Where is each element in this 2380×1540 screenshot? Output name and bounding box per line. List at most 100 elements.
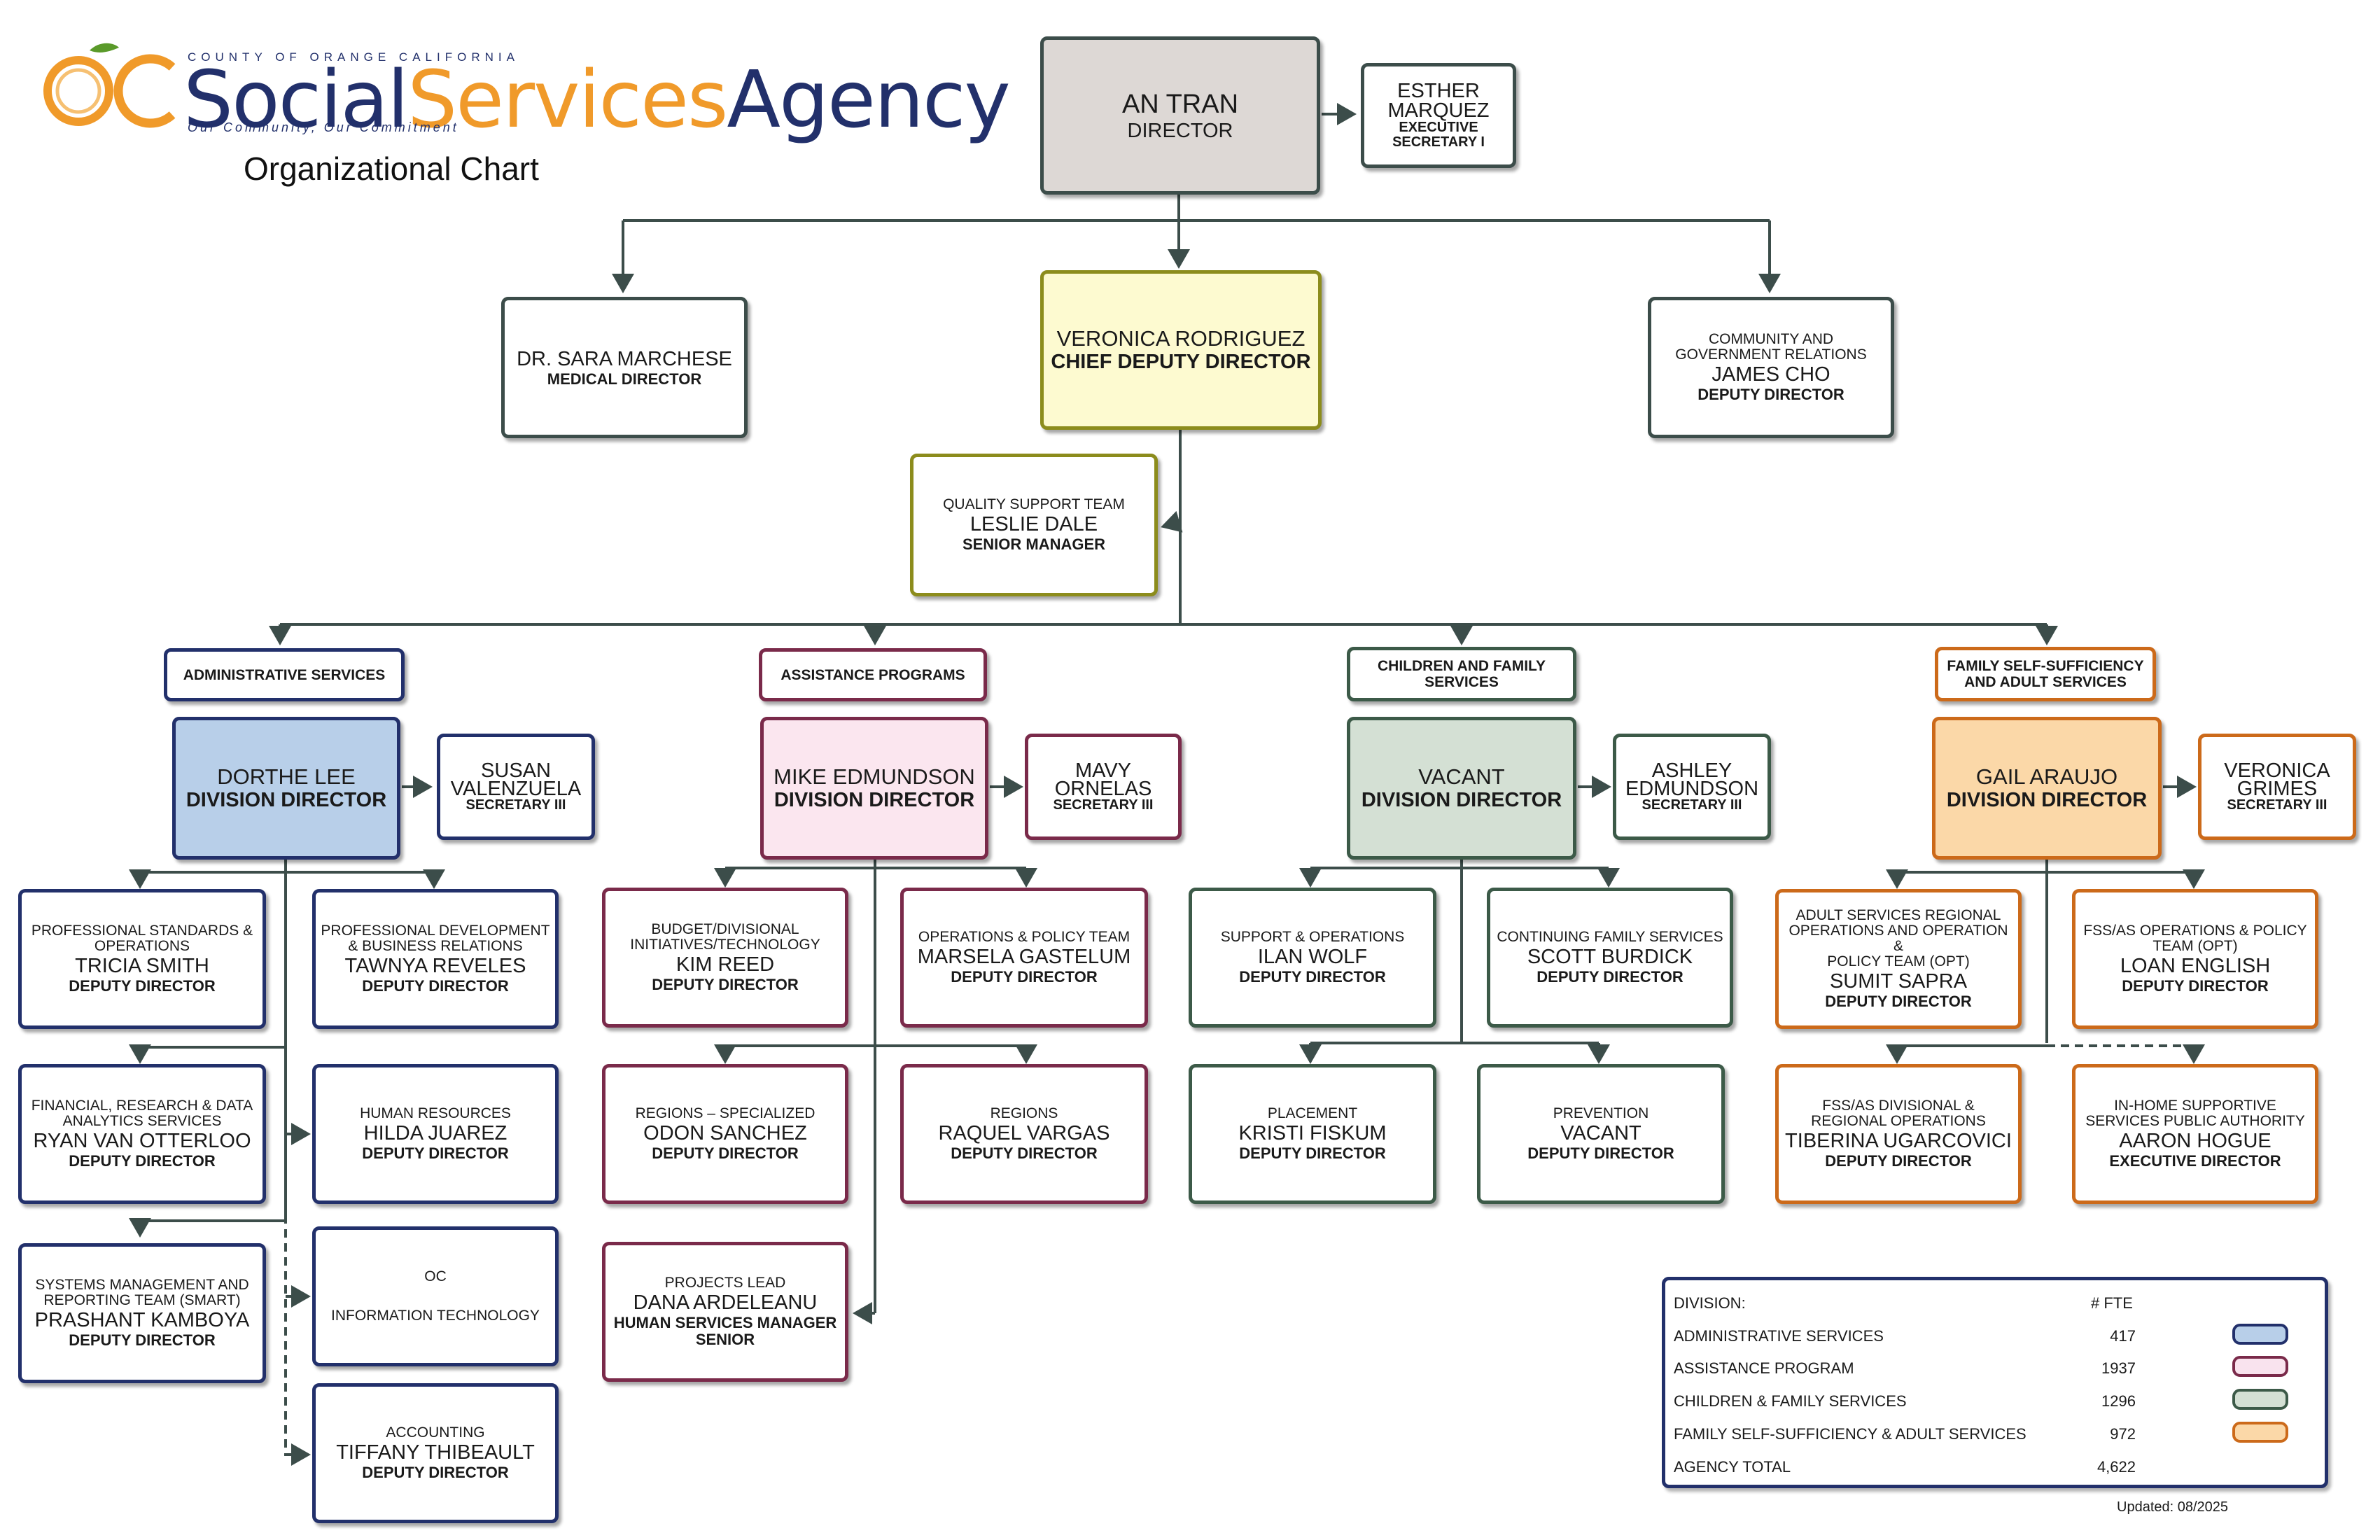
fte-legend: DIVISION: # FTE ADMINISTRATIVE SERVICES …	[1662, 1277, 2328, 1488]
division-label-fss[interactable]: FAMILY SELF-SUFFICIENCY AND ADULT SERVIC…	[1935, 647, 2156, 701]
exec-secretary-box[interactable]: ESTHER MARQUEZ EXECUTIVE SECRETARY I	[1361, 63, 1516, 168]
community-role: DEPUTY DIRECTOR	[1698, 386, 1844, 403]
assist-unit-operations-policy[interactable]: OPERATIONS & POLICY TEAM MARSELA GASTELU…	[900, 888, 1148, 1028]
legend-swatch-admin	[2232, 1324, 2288, 1345]
chief-deputy-name: VERONICA RODRIGUEZ	[1056, 326, 1306, 351]
quality-title: QUALITY SUPPORT TEAM	[943, 496, 1125, 512]
fss-unit-operations-policy[interactable]: FSS/AS OPERATIONS & POLICY TEAM (OPT) LO…	[2072, 889, 2318, 1029]
fss-director-box[interactable]: GAIL ARAUJO DIVISION DIRECTOR	[1932, 717, 2162, 860]
cfs-unit-continuing-family[interactable]: CONTINUING FAMILY SERVICES SCOTT BURDICK…	[1487, 888, 1733, 1028]
medical-director-box[interactable]: DR. SARA MARCHESE MEDICAL DIRECTOR	[501, 297, 748, 438]
fss-director-name: GAIL ARAUJO	[1975, 764, 2118, 789]
exec-secretary-role-1: EXECUTIVE	[1399, 120, 1478, 135]
chief-deputy-role: CHIEF DEPUTY DIRECTOR	[1051, 351, 1311, 373]
fss-secretary-role: SECRETARY III	[2227, 797, 2328, 813]
community-name: JAMES CHO	[1712, 363, 1830, 386]
admin-unit-prof-standards[interactable]: PROFESSIONAL STANDARDS & OPERATIONS TRIC…	[18, 889, 266, 1029]
assist-unit-regions[interactable]: REGIONS RAQUEL VARGAS DEPUTY DIRECTOR	[900, 1064, 1148, 1204]
admin-unit-oc-it[interactable]: OC INFORMATION TECHNOLOGY	[312, 1226, 559, 1366]
logo-tagline: Our Community, Our Commitment	[188, 120, 459, 134]
logo-agency: Agency	[727, 55, 1010, 146]
cfs-secretary-role: SECRETARY III	[1642, 797, 1742, 813]
legend-row-fte: 972	[2110, 1425, 2136, 1443]
medical-director-role: MEDICAL DIRECTOR	[547, 370, 702, 388]
logo-county-text: COUNTY OF ORANGE CALIFORNIA	[188, 50, 519, 64]
logo-services: Services	[407, 55, 728, 146]
fss-secretary-box[interactable]: VERONICA GRIMES SECRETARY III	[2198, 734, 2356, 840]
admin-unit-financial[interactable]: FINANCIAL, RESEARCH & DATA ANALYTICS SER…	[18, 1064, 266, 1204]
legend-total-label: AGENCY TOTAL	[1674, 1458, 1791, 1476]
legend-row-fte: 1296	[2101, 1392, 2136, 1410]
cfs-unit-prevention[interactable]: PREVENTION VACANT DEPUTY DIRECTOR	[1477, 1064, 1725, 1204]
assist-director-box[interactable]: MIKE EDMUNDSON DIVISION DIRECTOR	[760, 717, 988, 860]
admin-secretary-box[interactable]: SUSAN VALENZUELA SECRETARY III	[437, 734, 595, 840]
assist-secretary-name: MAVY ORNELAS	[1054, 759, 1152, 800]
cfs-unit-support-operations[interactable]: SUPPORT & OPERATIONS ILAN WOLF DEPUTY DI…	[1189, 888, 1436, 1028]
chief-deputy-box[interactable]: VERONICA RODRIGUEZ CHIEF DEPUTY DIRECTOR	[1040, 270, 1322, 430]
legend-row-label: CHILDREN & FAMILY SERVICES	[1674, 1392, 1907, 1410]
legend-header-fte: # FTE	[2091, 1294, 2133, 1312]
fss-director-role: DIVISION DIRECTOR	[1946, 789, 2148, 811]
assist-unit-regions-specialized[interactable]: REGIONS – SPECIALIZED ODON SANCHEZ DEPUT…	[602, 1064, 848, 1204]
assist-director-name: MIKE EDMUNDSON	[774, 764, 975, 789]
cfs-unit-placement[interactable]: PLACEMENT KRISTI FISKUM DEPUTY DIRECTOR	[1189, 1064, 1436, 1204]
admin-unit-prof-development[interactable]: PROFESSIONAL DEVELOPMENT & BUSINESS RELA…	[312, 889, 559, 1029]
legend-swatch-assist	[2232, 1356, 2288, 1377]
quality-role: SENIOR MANAGER	[962, 536, 1106, 553]
assist-unit-projects-lead[interactable]: PROJECTS LEAD DANA ARDELEANU HUMAN SERVI…	[602, 1242, 848, 1382]
legend-row-label: FAMILY SELF-SUFFICIENCY & ADULT SERVICES	[1674, 1425, 2026, 1443]
legend-total-fte: 4,622	[2096, 1458, 2136, 1476]
legend-row-label: ASSISTANCE PROGRAM	[1674, 1359, 1854, 1377]
admin-director-role: DIVISION DIRECTOR	[186, 789, 387, 811]
director-role: DIRECTOR	[1127, 120, 1233, 142]
admin-secretary-name-2: VALENZUELA	[450, 777, 582, 800]
legend-header-division: DIVISION:	[1674, 1294, 1746, 1312]
fss-unit-adult-services[interactable]: ADULT SERVICES REGIONAL OPERATIONS AND O…	[1775, 889, 2022, 1029]
community-title-2: GOVERNMENT RELATIONS	[1675, 346, 1867, 363]
legend-swatch-cfs	[2232, 1389, 2288, 1410]
exec-secretary-name-1: ESTHER	[1397, 80, 1480, 102]
division-label-cfs[interactable]: CHILDREN AND FAMILY SERVICES	[1347, 647, 1576, 701]
assist-secretary-role: SECRETARY III	[1053, 797, 1154, 813]
fss-secretary-name-1: VERONICA	[2224, 759, 2330, 782]
cfs-director-role: DIVISION DIRECTOR	[1361, 789, 1562, 811]
oc-orange-icon	[43, 43, 176, 128]
exec-secretary-role-2: SECRETARY I	[1392, 134, 1485, 150]
division-label-assist[interactable]: ASSISTANCE PROGRAMS	[759, 648, 987, 701]
admin-secretary-name-1: SUSAN	[481, 759, 551, 782]
admin-unit-human-resources[interactable]: HUMAN RESOURCES HILDA JUAREZ DEPUTY DIRE…	[312, 1064, 559, 1204]
director-box[interactable]: AN TRAN DIRECTOR	[1040, 36, 1320, 195]
legend-row-label: ADMINISTRATIVE SERVICES	[1674, 1327, 1884, 1345]
page-title: Organizational Chart	[244, 150, 539, 187]
cfs-secretary-name-2: EDMUNDSON	[1625, 777, 1759, 800]
quality-support-box[interactable]: QUALITY SUPPORT TEAM LESLIE DALE SENIOR …	[910, 454, 1158, 596]
medical-director-name: DR. SARA MARCHESE	[517, 348, 732, 370]
admin-director-box[interactable]: DORTHE LEE DIVISION DIRECTOR	[172, 717, 400, 860]
director-name: AN TRAN	[1121, 90, 1239, 119]
cfs-secretary-box[interactable]: ASHLEY EDMUNDSON SECRETARY III	[1613, 734, 1771, 840]
admin-secretary-role: SECRETARY III	[465, 797, 566, 813]
quality-name: LESLIE DALE	[969, 513, 1098, 536]
admin-unit-smart[interactable]: SYSTEMS MANAGEMENT AND REPORTING TEAM (S…	[18, 1243, 266, 1383]
fss-unit-divisional-regional[interactable]: FSS/AS DIVISIONAL & REGIONAL OPERATIONS …	[1775, 1064, 2022, 1204]
logo-wordmark: SocialServicesAgency	[183, 55, 1011, 146]
admin-unit-accounting[interactable]: ACCOUNTING TIFFANY THIBEAULT DEPUTY DIRE…	[312, 1383, 559, 1523]
updated-date: Updated: 08/2025	[2117, 1499, 2229, 1515]
community-relations-box[interactable]: COMMUNITY AND GOVERNMENT RELATIONS JAMES…	[1648, 297, 1894, 438]
assist-director-role: DIVISION DIRECTOR	[774, 789, 975, 811]
legend-row-fte: 417	[2110, 1327, 2136, 1345]
legend-swatch-fss	[2232, 1422, 2288, 1443]
fss-secretary-name-2: GRIMES	[2236, 777, 2318, 800]
division-label-admin[interactable]: ADMINISTRATIVE SERVICES	[164, 648, 405, 701]
cfs-director-box[interactable]: VACANT DIVISION DIRECTOR	[1347, 717, 1576, 860]
community-title-1: COMMUNITY AND	[1708, 331, 1834, 347]
logo-social: Social	[183, 55, 409, 146]
cfs-director-name: VACANT	[1418, 764, 1505, 789]
admin-director-name: DORTHE LEE	[217, 764, 356, 789]
exec-secretary-name-2: MARQUEZ	[1387, 99, 1490, 122]
assist-unit-budget[interactable]: BUDGET/DIVISIONAL INITIATIVES/TECHNOLOGY…	[602, 888, 848, 1028]
assist-secretary-box[interactable]: MAVY ORNELAS SECRETARY III	[1025, 734, 1182, 840]
fss-unit-ihss-public-authority[interactable]: IN-HOME SUPPORTIVE SERVICES PUBLIC AUTHO…	[2072, 1064, 2318, 1204]
